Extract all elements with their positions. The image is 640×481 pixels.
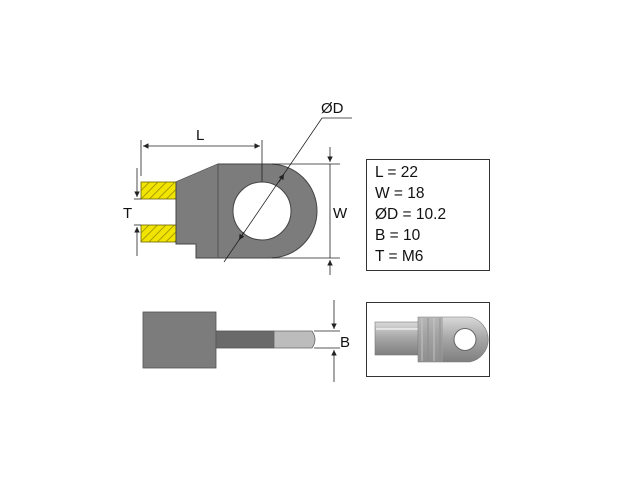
lug-hole [232,181,292,241]
diameter-label: ØD [321,100,344,117]
specification-box: L = 22 W = 18 ØD = 10.2 B = 10 T = M6 [366,159,490,271]
barrel-label: B [340,334,350,351]
crimp-upper [140,181,179,200]
side-view: B [142,300,350,382]
thickness-label: T [123,205,132,222]
lug-neck [176,164,218,258]
side-neck [215,330,275,349]
spec-thread: T = M6 [375,248,424,265]
spec-width: W = 18 [375,185,425,202]
side-barrel [142,311,217,369]
spec-barrel: B = 10 [375,227,421,244]
top-view: L W ØD T [123,100,352,275]
length-label: L [196,127,204,144]
side-tongue [273,330,316,349]
width-label: W [333,205,348,222]
spec-diameter: ØD = 10.2 [375,206,447,223]
product-photo [374,316,489,363]
spec-length: L = 22 [375,164,418,181]
crimp-lower [140,224,179,243]
